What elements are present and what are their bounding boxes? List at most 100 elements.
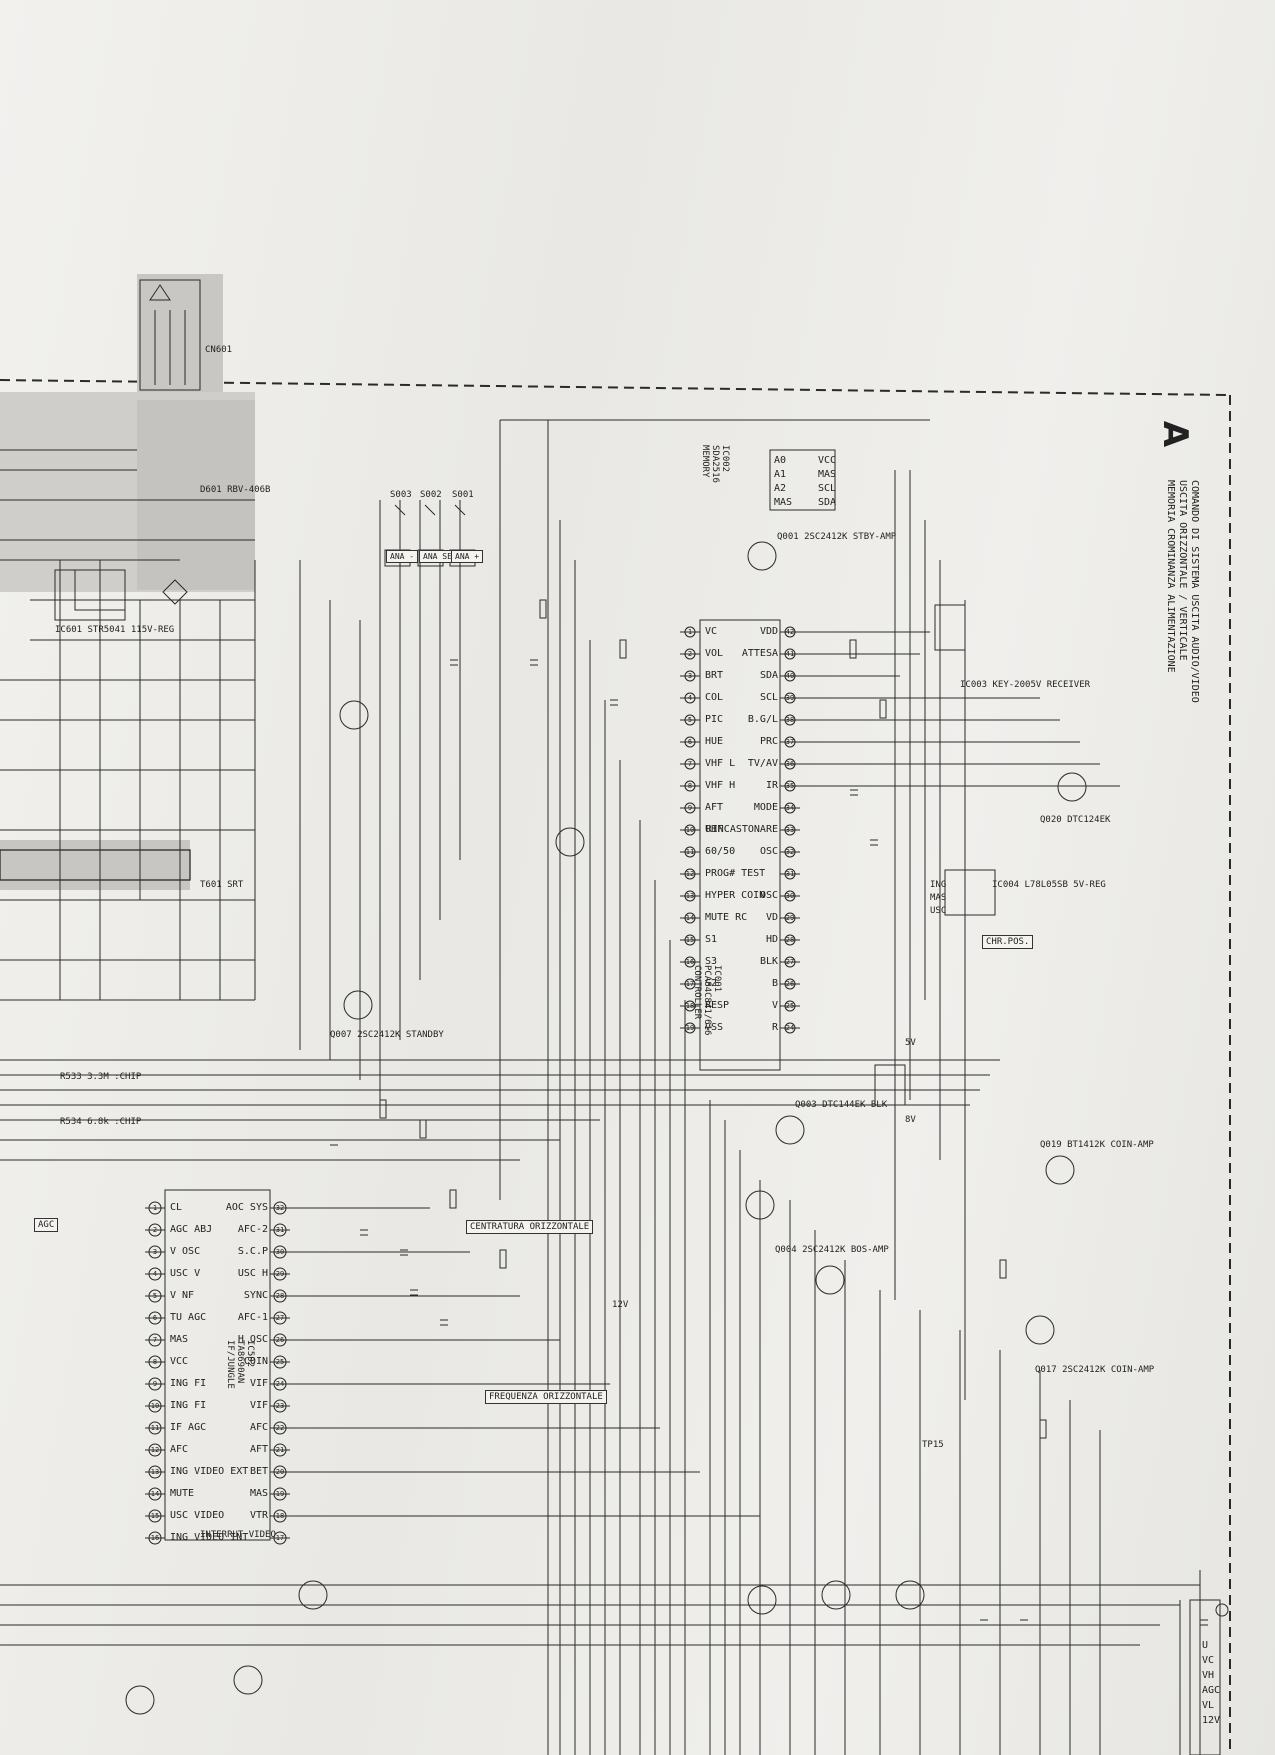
pin-label: MUTE — [170, 1488, 195, 1499]
pin-label: HUE — [705, 736, 724, 747]
pin-label: MUTE RC — [705, 912, 748, 923]
pin-number: 14 — [685, 914, 695, 922]
v12-label: 12V — [612, 1300, 629, 1310]
conn-vl: VL — [1202, 1700, 1215, 1711]
pin-label: VTR — [249, 1510, 268, 1521]
r533-label: R533 3.3M :CHIP — [60, 1072, 142, 1082]
pin-label: B.G/L — [747, 714, 778, 725]
ana-plus-label: ANA + — [451, 550, 484, 563]
v5-label: 5V — [905, 1038, 916, 1048]
pin-label: VD — [765, 912, 778, 923]
pin-label: AFC — [249, 1422, 268, 1433]
pin-number: 23 — [275, 1402, 285, 1410]
pin-number: 12 — [685, 870, 695, 878]
pin-label: VIF — [249, 1400, 268, 1411]
pin-number: 22 — [275, 1424, 285, 1432]
ic001-ref: IC001 — [712, 965, 722, 993]
pin-label: SDA — [759, 670, 778, 681]
pin-label: BET — [249, 1466, 268, 1477]
pin-number: 21 — [275, 1446, 285, 1454]
pin-label: S2 — [705, 978, 718, 989]
v8-label: 8V — [905, 1115, 916, 1125]
pin-label: SDA — [817, 497, 836, 508]
pin-label: MAS — [817, 469, 836, 480]
pin-label: VIF — [249, 1378, 268, 1389]
pin-label: USC H — [237, 1268, 268, 1279]
pin-label: V — [771, 1000, 778, 1011]
pin-label: ING VIDEO INT — [170, 1532, 249, 1543]
io-mas: MAS — [930, 893, 947, 903]
ic002-ref: IC002 — [720, 445, 730, 473]
pin-number: 9 — [152, 1380, 158, 1388]
pin-label: OSC — [759, 846, 778, 857]
pin-number: 38 — [785, 716, 795, 724]
q019-label: Q019 BT1412K COIN-AMP — [1040, 1140, 1154, 1150]
pin-number: 27 — [785, 958, 795, 966]
pin-number: 42 — [785, 628, 795, 636]
pin-label: AFC-2 — [237, 1224, 268, 1235]
pin-number: 8 — [687, 782, 693, 790]
pin-label: VHF L — [705, 758, 736, 769]
pin-number: 24 — [785, 1024, 795, 1032]
pin-number: 16 — [685, 958, 695, 966]
pin-label: ING FI — [170, 1378, 207, 1389]
pin-label: RINCASTONARE — [705, 824, 778, 835]
pin-label: VDD — [759, 626, 778, 637]
q001-label: Q001 2SC2412K STBY-AMP — [777, 532, 897, 542]
s002-label: S002 — [420, 490, 442, 500]
pin-label: MODE — [753, 802, 778, 813]
pin-label: PROG# TEST — [705, 868, 766, 879]
pin-number: 29 — [275, 1270, 285, 1278]
sheet-note-1: COMANDO DI SISTEMA USCITA AUDIO/VIDEO — [1189, 480, 1200, 703]
pin-number: 19 — [685, 1024, 695, 1032]
ic001-part: PCA84C841/616 — [702, 965, 712, 1036]
pin-number: 26 — [275, 1336, 285, 1344]
ic003-label: IC003 KEY-2005V RECEIVER — [960, 680, 1091, 690]
pin-number: 1 — [687, 628, 693, 636]
pin-label: USC V — [170, 1268, 201, 1279]
pin-number: 2 — [687, 650, 693, 658]
pin-number: 3 — [152, 1248, 158, 1256]
pin-label: A2 — [774, 483, 787, 494]
pin-label: ATTESA — [741, 648, 778, 659]
pin-label: VOL — [705, 648, 724, 659]
conn-vc: VC — [1202, 1655, 1215, 1666]
pin-label: SCL — [817, 483, 836, 494]
pin-label: A0 — [774, 455, 787, 466]
pin-label: MAS — [774, 497, 793, 508]
cn601-label: CN601 — [205, 345, 233, 355]
pin-label: COIN — [243, 1356, 268, 1367]
pin-number: 26 — [785, 980, 795, 988]
s001-label: S001 — [452, 490, 474, 500]
interrupt-video-label: INTERRUT VIDEO — [200, 1530, 276, 1540]
pin-number: 27 — [275, 1314, 285, 1322]
pin-number: 30 — [785, 892, 795, 900]
tp15-label: TP15 — [922, 1440, 944, 1450]
io-ing: ING — [930, 880, 947, 890]
pin-label: 60/50 — [705, 846, 736, 857]
pin-label: A1 — [774, 469, 787, 480]
pin-label: BLK — [759, 956, 778, 967]
pin-label: RESP — [705, 1000, 730, 1011]
pin-number: 7 — [152, 1336, 158, 1344]
pin-number: 15 — [685, 936, 695, 944]
pin-label: SCL — [759, 692, 778, 703]
pin-label: ING VIDEO EXT — [170, 1466, 249, 1477]
pin-number: 35 — [785, 782, 795, 790]
pin-label: MAS — [170, 1334, 189, 1345]
centratura-box: CENTRATURA ORIZZONTALE — [466, 1220, 594, 1234]
pin-label: UHF — [705, 824, 724, 835]
pin-number: 10 — [685, 826, 695, 834]
pin-number: 7 — [687, 760, 693, 768]
pin-label: BRT — [705, 670, 724, 681]
conn-vh: VH — [1202, 1670, 1215, 1681]
pin-label: VHF H — [705, 780, 736, 791]
pin-number: 28 — [275, 1292, 285, 1300]
pin-label: AOC SYS — [225, 1202, 268, 1213]
pin-label: MAS — [249, 1488, 268, 1499]
pin-label: PRC — [759, 736, 778, 747]
q004-label: Q004 2SC2412K BOS-AMP — [775, 1245, 889, 1255]
pin-number: 15 — [150, 1512, 160, 1520]
sheet-note-2: USCITA ORIZZONTALE / VERTICALE — [1177, 480, 1188, 661]
